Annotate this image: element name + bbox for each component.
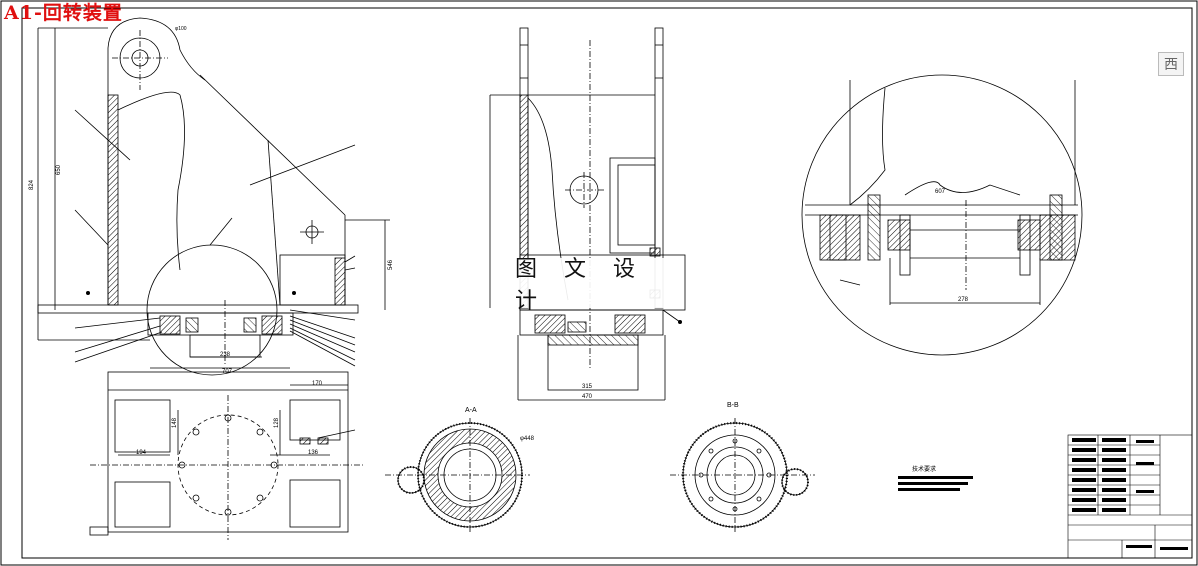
inner-border: [21, 7, 1193, 559]
dim-170: 170: [312, 381, 323, 387]
front-view-markers: [86, 291, 296, 295]
dim-148: 148: [172, 417, 178, 428]
dim-238: 238: [220, 352, 231, 358]
section-bb-view: [670, 418, 815, 532]
dim-315: 315: [582, 384, 593, 390]
dim-278: 278: [958, 297, 969, 303]
title-block-fills: [1072, 438, 1188, 550]
tech-notes-title: 技术要求: [912, 465, 936, 473]
section-aa-view: [385, 418, 530, 532]
section-bb-label: B-B: [727, 402, 739, 409]
title-block: [1067, 434, 1193, 559]
dim-824: 824: [29, 179, 35, 190]
side-view: [489, 27, 686, 401]
dim-128: 128: [274, 417, 280, 428]
watermark: 图 文 设 计: [515, 257, 683, 314]
detail-view: [801, 74, 1083, 356]
dim-194: 194: [136, 450, 147, 456]
side-tag[interactable]: 西: [1158, 52, 1184, 76]
dim-d100: φ100: [175, 26, 187, 32]
tech-notes: [898, 476, 973, 491]
dim-650: 650: [56, 164, 62, 175]
drawing-title: A1-回转装置: [4, 2, 123, 24]
front-view: [37, 17, 390, 376]
dim-470: 470: [582, 394, 593, 400]
dim-607: 607: [935, 189, 946, 195]
section-aa-label: A-A: [465, 407, 477, 414]
side-view-marker: [678, 320, 682, 324]
dim-136: 136: [308, 450, 319, 456]
dim-d448: φ448: [520, 436, 535, 442]
plan-view: [89, 371, 365, 540]
dim-546: 546: [388, 259, 394, 270]
